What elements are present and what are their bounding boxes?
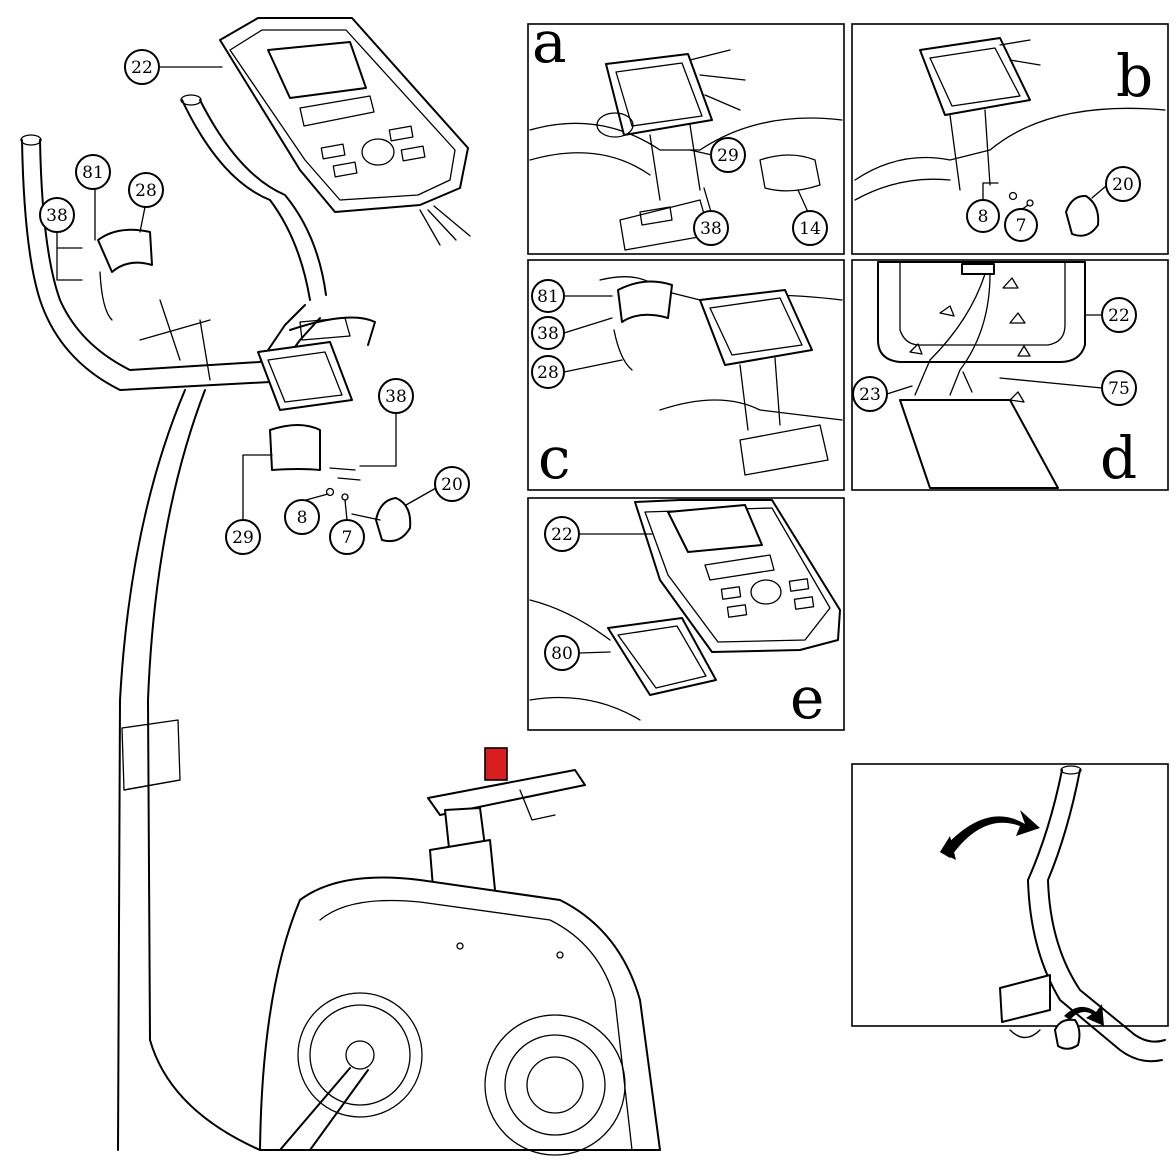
callout-29: 29 <box>225 454 273 555</box>
seat-post-highlight <box>484 747 508 781</box>
callout-28: 28 <box>128 172 164 233</box>
panel-a: a 29 38 14 <box>527 8 845 255</box>
panel-d: d 22 23 75 <box>851 259 1169 492</box>
callout-20-label: 20 <box>441 475 463 495</box>
upright-tube <box>117 389 261 1151</box>
callout-38-left: 38 <box>39 197 83 281</box>
panel-e-callout-80: 80 <box>551 644 573 664</box>
callout-29-label: 29 <box>232 528 254 548</box>
panel-e: e 22 80 <box>527 497 845 732</box>
curved-arrow-icon <box>1064 1004 1104 1026</box>
panel-d-letter: d <box>1100 424 1137 492</box>
panel-c-callouts: 81 38 28 <box>531 279 623 389</box>
panel-b-callouts: 8 7 20 <box>966 166 1141 242</box>
panel-b: b 8 7 20 <box>851 23 1169 255</box>
double-arrow-icon <box>940 810 1040 860</box>
panel-c-callout-38: 38 <box>537 324 559 344</box>
main-callouts: 22 81 28 38 38 <box>39 49 470 555</box>
callout-20: 20 <box>405 466 470 506</box>
panel-b-letter: b <box>1116 42 1153 110</box>
callout-81: 81 <box>75 154 111 241</box>
callout-8-label: 8 <box>297 508 308 528</box>
panel-e-callouts: 22 80 <box>544 516 653 671</box>
callout-22-console: 22 <box>124 49 223 85</box>
panel-b-callout-20: 20 <box>1112 175 1134 195</box>
panel-a-callouts: 29 38 14 <box>689 137 828 246</box>
panel-c-callout-81: 81 <box>537 287 559 307</box>
panel-e-letter: e <box>790 664 824 732</box>
callout-81-label: 81 <box>82 163 104 183</box>
panel-d-callout-22: 22 <box>1108 306 1130 326</box>
panel-a-letter: a <box>532 8 567 76</box>
panel-a-callout-14: 14 <box>799 219 821 239</box>
callout-38-right: 38 <box>359 378 414 467</box>
adjustment-panel <box>851 763 1169 1063</box>
panel-d-callout-23: 23 <box>859 385 881 405</box>
panel-e-callout-22: 22 <box>551 525 573 545</box>
callout-38-right-label: 38 <box>385 387 407 407</box>
panel-c: c 81 38 28 <box>527 259 845 492</box>
panel-a-callout-38: 38 <box>700 219 722 239</box>
callout-7: 7 <box>329 499 365 555</box>
panel-c-letter: c <box>538 424 570 492</box>
main-exploded-view: 22 81 28 38 38 <box>20 17 661 1156</box>
panel-c-callout-28: 28 <box>537 363 559 383</box>
callout-38-left-label: 38 <box>46 206 68 226</box>
callout-8: 8 <box>284 493 329 535</box>
panel-a-callout-29: 29 <box>717 146 739 166</box>
panel-d-callout-75: 75 <box>1108 379 1130 399</box>
panel-b-callout-7: 7 <box>1016 216 1027 236</box>
bracket-parts <box>97 228 412 543</box>
panel-b-callout-8: 8 <box>978 207 989 227</box>
seat-post-and-frame <box>259 747 661 1156</box>
console <box>219 17 471 246</box>
callout-28-label: 28 <box>135 181 157 201</box>
callout-22-label: 22 <box>131 58 153 78</box>
callout-7-label: 7 <box>342 528 353 548</box>
panel-d-callouts: 22 23 75 <box>852 297 1137 412</box>
